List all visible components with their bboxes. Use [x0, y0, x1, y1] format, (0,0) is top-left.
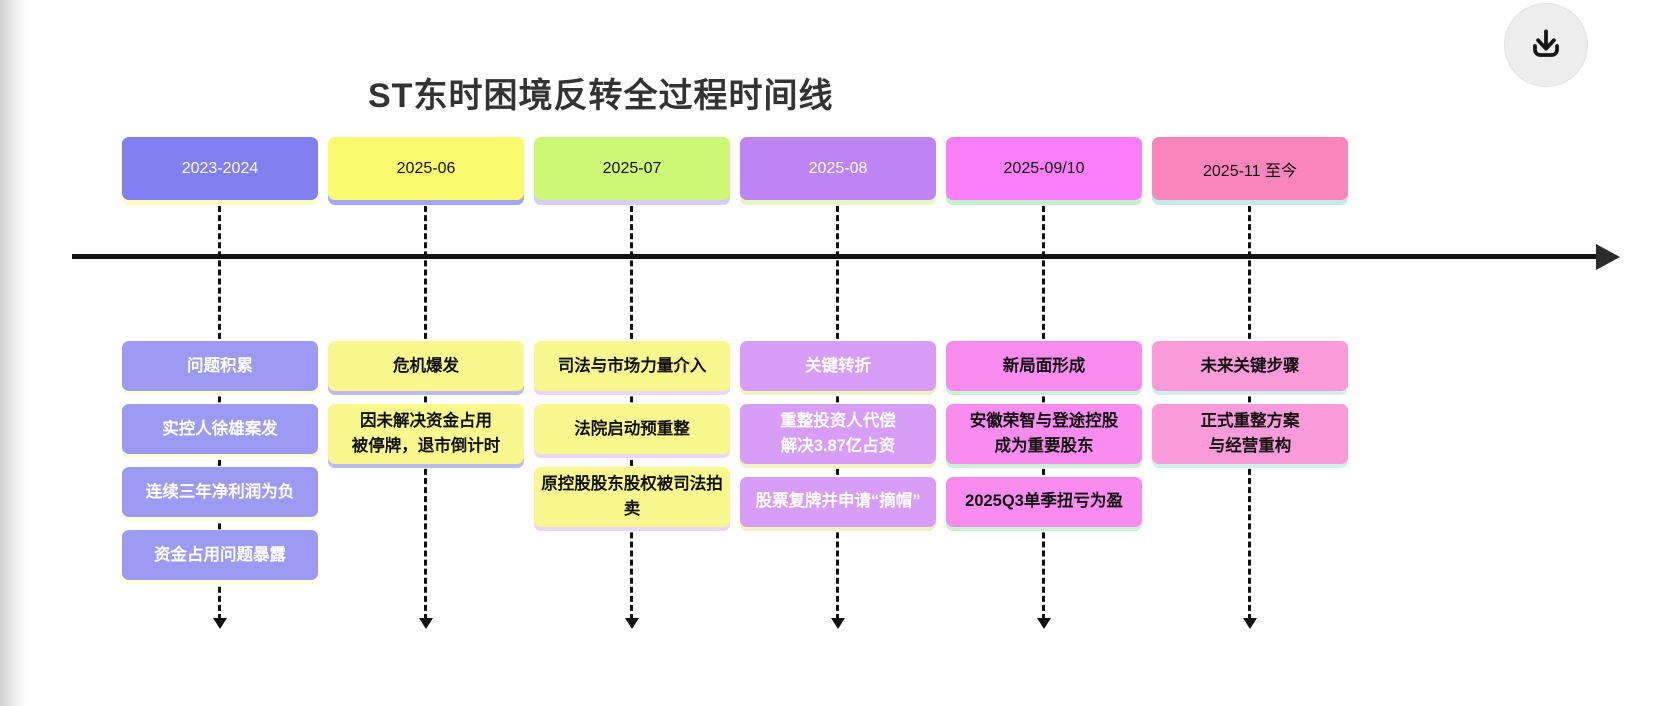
- page-title: ST东时困境反转全过程时间线: [368, 77, 834, 115]
- down-arrowhead-icon: [1037, 618, 1051, 629]
- event-box: 重整投资人代偿 解决3.87亿占资: [740, 404, 936, 464]
- down-arrowhead-icon: [625, 618, 639, 629]
- event-box: 资金占用问题暴露: [122, 530, 318, 580]
- timeline-column-2025-11: 2025-11 至今 未来关键步骤 正式重整方案 与经营重构: [1152, 0, 1348, 660]
- event-list: 新局面形成 安徽荣智与登途控股 成为重要股东 2025Q3单季扭亏为盈: [946, 341, 1142, 527]
- event-box: 原控股股东股权被司法拍卖: [534, 467, 730, 527]
- down-arrowhead-icon: [213, 618, 227, 629]
- period-header: 2025-06: [328, 137, 524, 200]
- event-box: 关键转折: [740, 341, 936, 391]
- event-box: 股票复牌并申请“摘帽”: [740, 476, 936, 527]
- event-box: 问题积累: [122, 341, 318, 391]
- left-edge-shadow: [0, 0, 28, 706]
- timeline-axis-line: [72, 254, 1598, 259]
- event-box: 法院启动预重整: [534, 404, 730, 454]
- event-box: 实控人徐雄案发: [122, 404, 318, 454]
- event-box: 2025Q3单季扭亏为盈: [946, 476, 1142, 527]
- period-header: 2025-11 至今: [1152, 137, 1348, 200]
- timeline-column-2025-08: 2025-08 关键转折 重整投资人代偿 解决3.87亿占资 股票复牌并申请“摘…: [740, 0, 936, 660]
- period-header: 2025-08: [740, 137, 936, 200]
- event-list: 问题积累 实控人徐雄案发 连续三年净利润为负 资金占用问题暴露: [122, 341, 318, 580]
- event-box: 正式重整方案 与经营重构: [1152, 404, 1348, 464]
- download-icon: [1533, 29, 1559, 57]
- timeline-axis-arrowhead-icon: [1596, 244, 1620, 270]
- event-box: 安徽荣智与登途控股 成为重要股东: [946, 404, 1142, 464]
- timeline-column-2023-2024: 2023-2024 问题积累 实控人徐雄案发 连续三年净利润为负 资金占用问题暴…: [122, 0, 318, 660]
- down-arrowhead-icon: [1243, 618, 1257, 629]
- event-box: 未来关键步骤: [1152, 341, 1348, 391]
- timeline-column-2025-07: 2025-07 司法与市场力量介入 法院启动预重整 原控股股东股权被司法拍卖: [534, 0, 730, 660]
- period-header: 2023-2024: [122, 137, 318, 200]
- event-box: 司法与市场力量介入: [534, 341, 730, 391]
- event-box: 因未解决资金占用 被停牌，退市倒计时: [328, 404, 524, 464]
- event-list: 危机爆发 因未解决资金占用 被停牌，退市倒计时: [328, 341, 524, 464]
- download-button[interactable]: [1504, 3, 1588, 87]
- event-box: 危机爆发: [328, 341, 524, 391]
- period-header: 2025-07: [534, 137, 730, 200]
- down-arrowhead-icon: [831, 618, 845, 629]
- event-box: 新局面形成: [946, 341, 1142, 391]
- down-arrowhead-icon: [419, 618, 433, 629]
- event-box: 连续三年净利润为负: [122, 467, 318, 517]
- period-header: 2025-09/10: [946, 137, 1142, 200]
- timeline-column-2025-06: 2025-06 危机爆发 因未解决资金占用 被停牌，退市倒计时: [328, 0, 524, 660]
- event-list: 司法与市场力量介入 法院启动预重整 原控股股东股权被司法拍卖: [534, 341, 730, 527]
- event-list: 未来关键步骤 正式重整方案 与经营重构: [1152, 341, 1348, 464]
- timeline-column-2025-09-10: 2025-09/10 新局面形成 安徽荣智与登途控股 成为重要股东 2025Q3…: [946, 0, 1142, 660]
- event-list: 关键转折 重整投资人代偿 解决3.87亿占资 股票复牌并申请“摘帽”: [740, 341, 936, 527]
